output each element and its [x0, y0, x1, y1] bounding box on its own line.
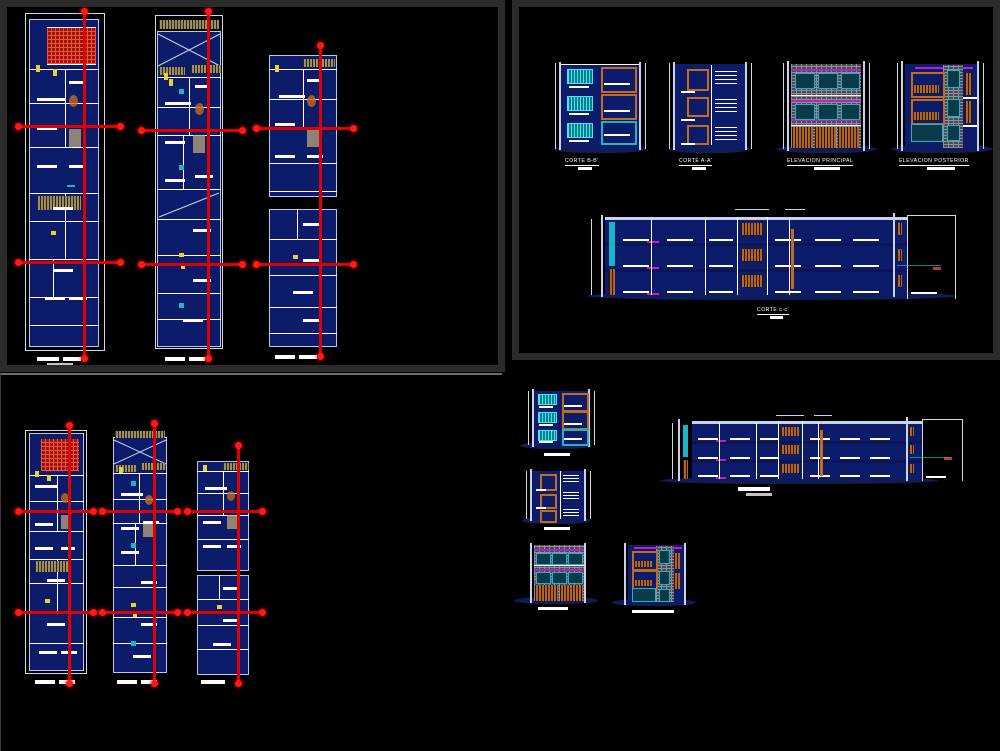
panel-top-left-floor-plans[interactable]	[0, 0, 505, 372]
label-elevacion-posterior: ELEVACION POSTERIOR	[899, 158, 969, 170]
plan-1-section-line-vertical	[83, 11, 86, 359]
bottom-right-canvas	[506, 375, 1000, 751]
bottom-left-canvas	[1, 375, 502, 751]
plan-3-section-line-vertical	[319, 45, 322, 357]
plan-2-section-line-vertical	[207, 11, 210, 359]
label-elevacion-principal: ELEVACION PRINCIPAL	[787, 158, 854, 170]
plan-5-x-brace	[113, 439, 167, 465]
top-right-canvas: CORTE B-B'	[519, 7, 993, 353]
plan-2-x-brace	[157, 33, 221, 67]
plan-2-lot-outline	[155, 15, 223, 349]
plan-1-stair	[37, 196, 81, 210]
panel-bottom-right-sections[interactable]	[506, 375, 1000, 751]
corte-aa-body	[675, 64, 745, 148]
label-corte-aa: CORTE A-A'	[679, 158, 713, 170]
plan-1-lot-outline	[25, 13, 105, 351]
plan-3-body-lower	[269, 209, 337, 347]
top-left-canvas	[7, 7, 498, 365]
plan-1-roof-hatch	[47, 27, 96, 64]
plan-1-body	[29, 19, 99, 347]
panel-bottom-left-floor-plans[interactable]	[0, 373, 502, 751]
label-corte-cc: CORTE c-c'	[757, 307, 789, 319]
plan-4-section-line-vertical	[68, 425, 71, 683]
plan-2-top-hatch	[159, 20, 219, 29]
plan-4-roof-hatch	[41, 439, 79, 471]
plan-1-section-line-h1	[17, 125, 120, 128]
plan-1-section-line-h2	[17, 261, 120, 264]
panel-top-right-sections[interactable]: CORTE B-B'	[512, 0, 1000, 360]
label-corte-bb: CORTE B-B'	[565, 158, 599, 170]
